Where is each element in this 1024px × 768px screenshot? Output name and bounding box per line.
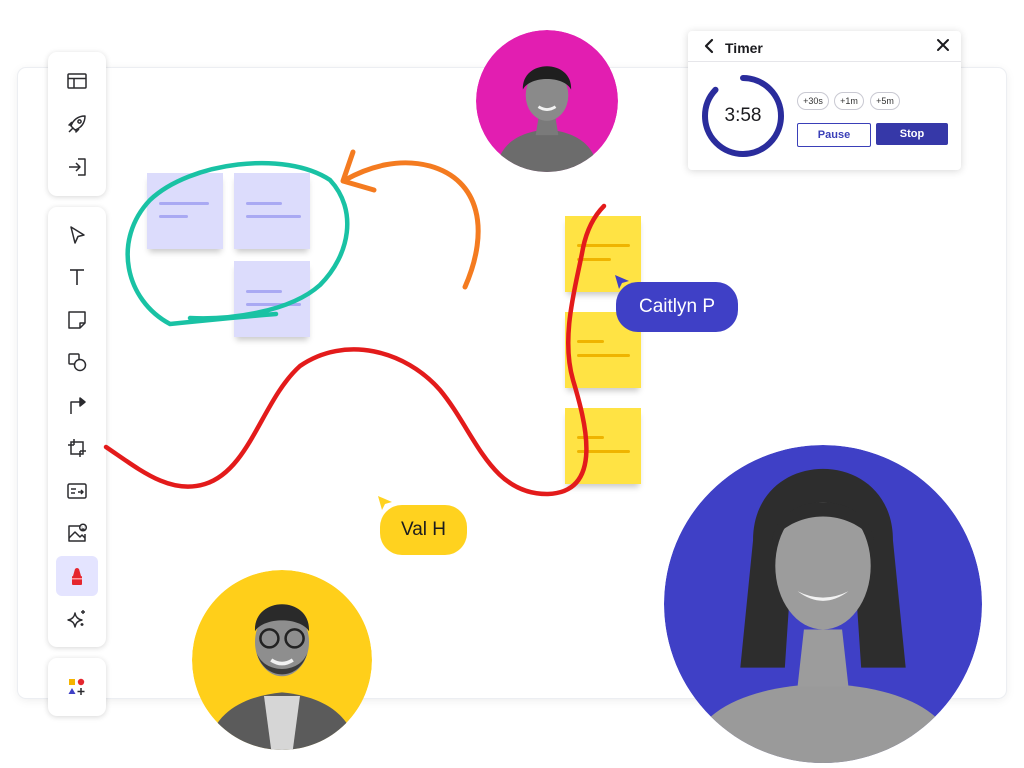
- add-30s-button[interactable]: +30s: [797, 92, 829, 110]
- val-name: Val H: [400, 519, 447, 540]
- sticky-line: [577, 340, 604, 343]
- sticky-line: [159, 202, 209, 205]
- connector-tool[interactable]: [56, 385, 98, 425]
- text-tool[interactable]: [56, 257, 98, 297]
- image-icon: [68, 523, 88, 542]
- layout-icon: [67, 73, 87, 89]
- launch-tool[interactable]: [56, 104, 98, 144]
- avatar-man-bottom: [192, 570, 372, 750]
- sticky-note-yellow-1[interactable]: [565, 216, 641, 292]
- pause-button[interactable]: Pause: [797, 123, 871, 147]
- select-tool[interactable]: [56, 215, 98, 255]
- stop-button[interactable]: Stop: [876, 123, 948, 145]
- marker-icon: [72, 568, 82, 585]
- sticky-line: [246, 202, 282, 205]
- sticky-note-tool[interactable]: [56, 300, 98, 340]
- shapes-icon: [68, 353, 87, 372]
- toolbar-top-group: [48, 52, 106, 196]
- sticky-note-purple-2[interactable]: [234, 173, 310, 249]
- sticky-line: [246, 303, 301, 306]
- shapes-tool[interactable]: [56, 342, 98, 382]
- ai-tool[interactable]: [56, 599, 98, 639]
- sticky-line: [577, 354, 630, 357]
- sticky-line: [577, 244, 630, 247]
- sticky-line: [159, 215, 188, 218]
- frame-tool[interactable]: [56, 428, 98, 468]
- sticky-note-icon: [68, 311, 86, 329]
- red-ink-stroke[interactable]: [103, 203, 607, 497]
- orange-arrowhead: [340, 149, 377, 193]
- image-tool[interactable]: [56, 513, 98, 553]
- close-icon[interactable]: [935, 37, 951, 53]
- timer-panel: Timer 3:58 +30s +1m +5m Pause Stop: [688, 31, 961, 170]
- sticky-line: [577, 258, 611, 261]
- sticky-line: [577, 450, 630, 453]
- card-icon: [67, 483, 87, 499]
- frame-icon: [68, 439, 86, 457]
- timer-header: Timer: [688, 31, 961, 62]
- connector-icon: [70, 397, 86, 414]
- val-cursor-icon: [378, 496, 392, 510]
- more-apps-icon: [68, 678, 85, 695]
- sign-in-tool[interactable]: [56, 147, 98, 187]
- caitlyn-name: Caitlyn P: [638, 296, 716, 317]
- more-apps-tool[interactable]: [56, 667, 98, 707]
- green-ink-stroke[interactable]: [125, 160, 350, 327]
- sticky-note-purple-1[interactable]: [147, 173, 223, 249]
- card-tool[interactable]: [56, 471, 98, 511]
- rocket-icon: [68, 115, 86, 133]
- add-1m-button[interactable]: +1m: [834, 92, 864, 110]
- caitlyn-cursor-icon: [615, 275, 629, 289]
- orange-ink-stroke[interactable]: [342, 160, 481, 290]
- avatar-woman-large: [664, 445, 982, 763]
- timer-progress-ring: [702, 75, 784, 157]
- toolbar-main-group: [48, 207, 106, 647]
- val-cursor-label: Val H: [380, 505, 467, 555]
- avatar-woman-top: [476, 30, 618, 172]
- layout-tool[interactable]: [56, 61, 98, 101]
- add-5m-button[interactable]: +5m: [870, 92, 900, 110]
- sticky-line: [577, 436, 604, 439]
- sticky-note-yellow-3[interactable]: [565, 408, 641, 484]
- text-icon: [70, 269, 84, 285]
- sticky-line: [246, 290, 282, 293]
- sign-in-icon: [69, 158, 86, 176]
- select-arrow-icon: [70, 226, 85, 244]
- back-chevron-icon[interactable]: [702, 37, 716, 55]
- timer-title: Timer: [725, 40, 763, 56]
- caitlyn-cursor-label: Caitlyn P: [616, 282, 738, 332]
- marker-tool[interactable]: [56, 556, 98, 596]
- sparkle-icon: [67, 610, 85, 628]
- timer-time: 3:58: [724, 105, 762, 126]
- toolbar-apps-group: [48, 658, 106, 716]
- sticky-line: [246, 215, 301, 218]
